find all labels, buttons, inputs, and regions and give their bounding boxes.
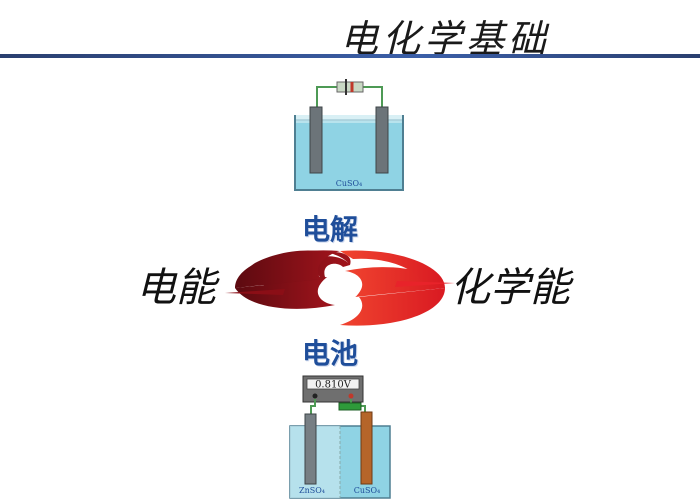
- copper-solution-label: CuSO₄: [354, 486, 381, 495]
- battery-label: 电池: [302, 337, 359, 370]
- galvanic-cell: 0.810V ZnSO₄ CuSO₄: [285, 372, 395, 504]
- title-rule: [0, 54, 700, 58]
- title-bar: 电化学基础: [0, 0, 700, 62]
- chemical-energy-label: 化学能: [450, 265, 570, 311]
- copper-electrode: [360, 411, 373, 485]
- conversion-arrows: [225, 250, 455, 326]
- resistor-icon: [338, 402, 362, 411]
- solution-label: CuSO₄: [336, 179, 363, 188]
- voltmeter-reading: 0.810V: [315, 380, 352, 391]
- electrolysis-cell: CuSO₄: [290, 75, 410, 199]
- bright-red-arc: [340, 288, 445, 326]
- battery-icon: [336, 81, 364, 93]
- electrolysis-label: 电解: [302, 213, 359, 246]
- beaker: [294, 115, 404, 191]
- electrode-right: [375, 106, 389, 174]
- page-title: 电化学基础: [340, 17, 551, 61]
- zinc-electrode: [304, 413, 317, 485]
- zinc-solution-label: ZnSO₄: [299, 486, 325, 495]
- galvanic-cell-diagram: 0.810V ZnSO₄ CuSO₄: [289, 375, 391, 499]
- electric-energy-label: 电能: [136, 265, 216, 311]
- electrolysis-cell-diagram: CuSO₄: [294, 79, 404, 191]
- electrode-left: [309, 106, 323, 174]
